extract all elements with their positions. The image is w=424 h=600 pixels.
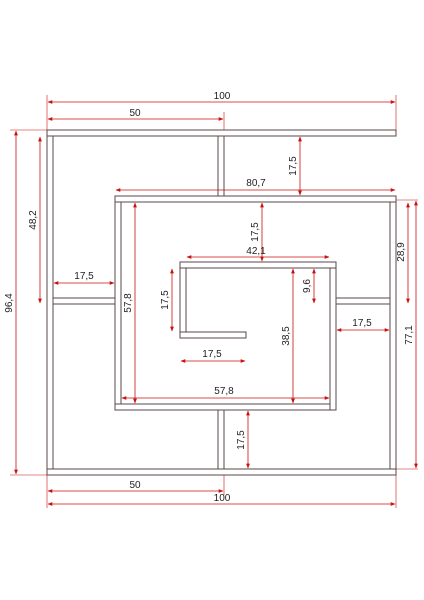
label-bottom-half: 50 (129, 480, 141, 491)
lower-divider-bottom (217, 409, 225, 470)
center-hook-board (179, 331, 247, 339)
label-center-hook-height: 17,5 (160, 290, 171, 310)
label-left-upper-height: 48,2 (28, 210, 39, 230)
label-lower-inner-width: 57,8 (214, 386, 234, 397)
lower-frame-bottom-board (114, 403, 337, 411)
label-top-gap: 17,5 (288, 156, 299, 176)
center-frame-top-board (179, 261, 337, 269)
upper-divider-top (217, 135, 225, 197)
bottom-board (46, 468, 397, 476)
left-middle-shelf (52, 297, 116, 305)
left-side-board (46, 135, 54, 470)
upper-frame-left-board (114, 201, 122, 411)
right-middle-shelf (329, 297, 391, 305)
dimension-lines (10, 95, 418, 508)
label-center-top-gap: 17,5 (250, 222, 261, 242)
upper-frame-top-board (114, 195, 397, 203)
label-center-right-height: 38,5 (281, 326, 292, 346)
label-center-small-gap: 9,6 (302, 279, 313, 293)
right-side-board-lower (389, 199, 397, 470)
label-upper-inner-width: 80,7 (246, 178, 266, 189)
dimension-labels: 100 50 17,5 80,7 96,4 48,2 17,5 57,8 17,… (4, 91, 415, 504)
label-right-side-gap: 17,5 (352, 318, 372, 329)
label-bottom-gap: 17,5 (236, 430, 247, 450)
label-mid-inner-height: 57,8 (123, 293, 134, 313)
lower-frame-right-board (329, 261, 337, 411)
label-right-total-height: 77,1 (404, 325, 415, 345)
top-board (46, 129, 397, 137)
shelf-structure (46, 129, 397, 476)
center-frame-left-board (179, 267, 187, 333)
label-left-total-height: 96,4 (4, 293, 15, 313)
label-top-half: 50 (129, 108, 141, 119)
label-bottom-total: 100 (214, 493, 231, 504)
label-left-side-gap: 17,5 (74, 271, 94, 282)
label-right-upper-height: 28,9 (396, 242, 407, 262)
label-center-inner-width: 42,1 (246, 246, 266, 257)
label-top-total: 100 (214, 91, 231, 102)
label-center-hook-width: 17,5 (202, 349, 222, 360)
